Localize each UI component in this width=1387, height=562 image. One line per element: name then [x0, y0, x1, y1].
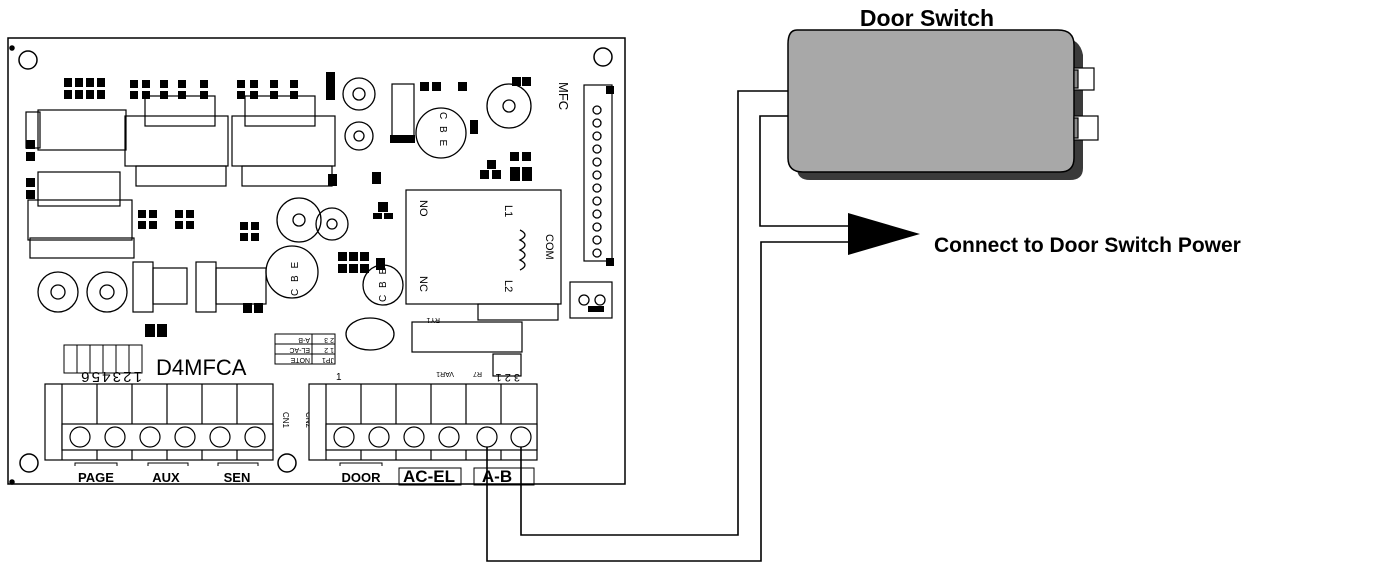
switch-body — [787, 29, 1075, 173]
cn1-number-grid — [63, 344, 143, 374]
terminal-block-cn2 — [308, 383, 538, 461]
cn1-numbers: 1 2 3 4 5 6 — [81, 368, 142, 385]
var-ry1: RY1 — [426, 316, 440, 323]
jt-row1: 1 2 — [324, 346, 334, 353]
terminal-group-labels: PAGE AUX SEN DOOR AC-EL A-B — [78, 467, 512, 486]
var-r7: R7 — [473, 370, 482, 377]
label-ac-el: AC-EL — [403, 467, 455, 486]
mounting-hole — [593, 47, 613, 67]
wire-b-to-switch — [520, 90, 788, 536]
transistor-q1-pins: C B E — [290, 260, 301, 296]
mounting-hole — [18, 50, 38, 70]
label-door: DOOR — [342, 470, 382, 485]
jt-row2v: A-B — [298, 336, 310, 343]
relay-l2: L2 — [502, 280, 514, 292]
jt-col1: JP1 — [322, 356, 334, 363]
switch-tab-lower — [1073, 115, 1099, 141]
jumper-table — [274, 333, 336, 365]
label-aux: AUX — [152, 470, 180, 485]
label-sen: SEN — [224, 470, 251, 485]
jt-col2: NOTE — [290, 356, 310, 363]
mounting-hole — [277, 453, 297, 473]
jt-row1v: EL-AC — [289, 346, 310, 353]
cn1-connector-label: CN1 — [281, 412, 290, 429]
terminal-block-cn1 — [44, 383, 274, 461]
relay-com: COM — [543, 234, 555, 260]
header-mfc: MFC — [556, 82, 571, 110]
wires — [486, 90, 848, 562]
board-model: D4MFCA — [156, 355, 247, 380]
control-board — [7, 37, 626, 485]
relay-l1: L1 — [502, 205, 514, 217]
var-var1: VAR1 — [436, 370, 454, 377]
relay-nc: NC — [417, 276, 429, 292]
component-outlines — [25, 83, 613, 377]
switch-title: Door Switch — [860, 5, 994, 31]
wire-a-to-power — [486, 241, 848, 562]
mounting-hole — [19, 453, 39, 473]
label-a-b: A-B — [482, 467, 512, 486]
terminal-index: 1 — [336, 372, 342, 383]
relay-no: NO — [417, 200, 429, 217]
wire-switch-to-power — [759, 115, 848, 227]
connect-label: Connect to Door Switch Power — [934, 234, 1241, 257]
round-components — [37, 77, 606, 351]
jp1-pins: 3 2 1 — [496, 371, 520, 383]
transistor-q2-pins: C B E — [378, 266, 389, 302]
switch-tab-upper — [1073, 67, 1095, 91]
door-switch — [787, 29, 1099, 180]
transistor-q3-pins: C B E — [437, 112, 448, 148]
board-outline — [7, 37, 626, 485]
label-page: PAGE — [78, 470, 114, 485]
connect-arrow — [848, 213, 920, 255]
jumper-table-text: JP1 NOTE 1 2 EL-AC 2 3 A-B — [289, 336, 334, 363]
smd-pads — [26, 72, 614, 337]
jt-row2: 2 3 — [324, 336, 334, 343]
